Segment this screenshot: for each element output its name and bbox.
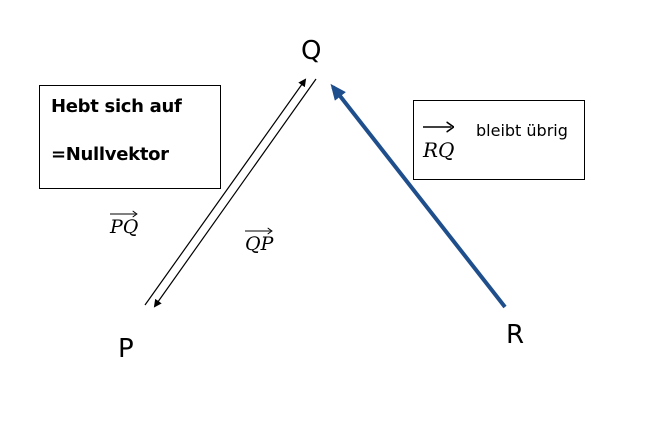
point-r-label: R	[506, 320, 525, 350]
point-q-label: Q	[301, 36, 322, 66]
cancel-out-text: Hebt sich auf	[51, 96, 182, 117]
vector-arrow-icon	[423, 120, 455, 134]
remaining-vector-box: bleibt übrig	[413, 100, 585, 180]
vector-pq-label: PQ	[110, 210, 138, 237]
cancel-out-note-box: Hebt sich auf =Nullvektor	[39, 85, 221, 189]
vector-rq-arrow	[330, 83, 507, 309]
point-p-label: P	[118, 334, 134, 364]
null-vector-text: =Nullvektor	[51, 144, 169, 165]
vector-qp-arrow	[153, 78, 317, 308]
vector-qp-label: QP	[245, 227, 273, 254]
vector-rq-label: RQ	[423, 121, 455, 160]
vector-arrow-icon	[245, 226, 273, 236]
remaining-text: bleibt übrig	[476, 121, 568, 140]
vector-pq-arrow	[144, 78, 307, 306]
vector-arrow-icon	[110, 209, 138, 219]
